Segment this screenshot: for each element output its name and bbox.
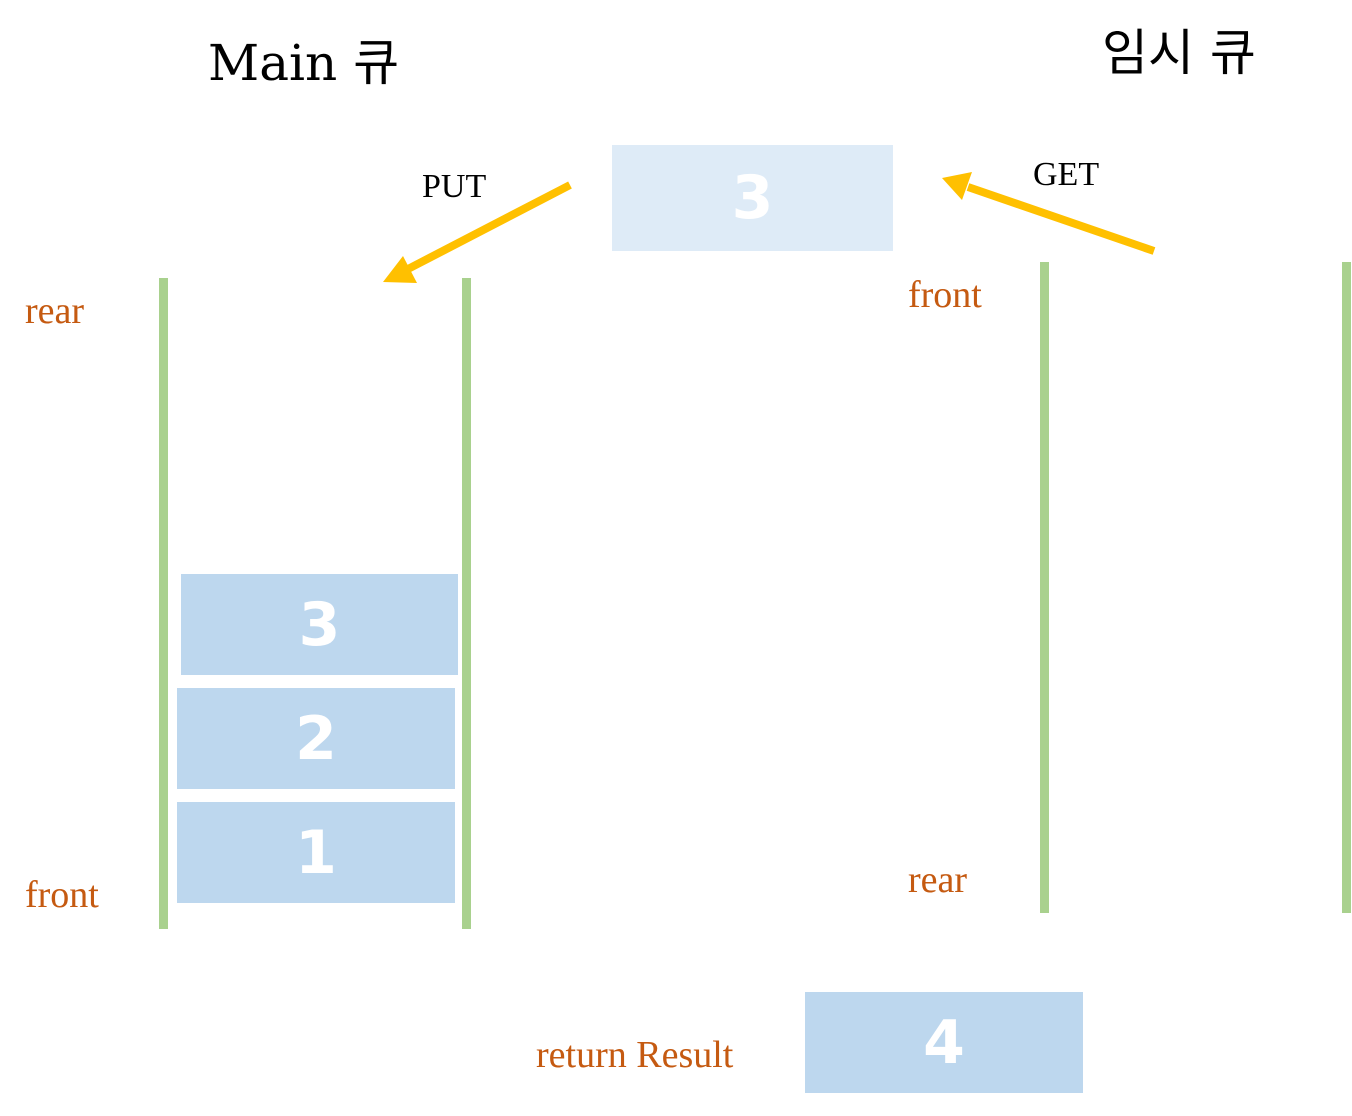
main-queue-right-wall — [462, 278, 471, 929]
main-queue-item: 2 — [177, 688, 455, 789]
main-queue-title: Main 큐 — [208, 34, 400, 92]
temp-queue-title: 임시 큐 — [1102, 24, 1256, 82]
get-arrow — [942, 172, 1156, 255]
put-label: PUT — [422, 168, 487, 205]
transfer-value: 3 — [731, 163, 774, 233]
main-queue-item: 3 — [181, 574, 458, 675]
temp-queue-left-wall — [1040, 262, 1049, 913]
result-value: 4 — [923, 1007, 965, 1078]
temp-front-label: front — [908, 274, 982, 316]
result-box: 4 — [805, 992, 1083, 1093]
temp-rear-label: rear — [908, 859, 968, 901]
temp-queue-right-wall — [1342, 262, 1351, 913]
main-queue-left-wall — [159, 278, 168, 929]
get-label: GET — [1033, 156, 1100, 193]
main-queue-item-value: 1 — [295, 817, 337, 888]
main-queue-item: 1 — [177, 802, 455, 903]
return-result-label: return Result — [536, 1034, 734, 1076]
main-front-label: front — [25, 874, 99, 916]
transfer-box: 3 — [612, 145, 893, 251]
put-arrow — [383, 181, 572, 283]
main-queue-item-value: 3 — [298, 589, 341, 660]
main-rear-label: rear — [25, 290, 85, 332]
main-queue-item-value: 2 — [295, 703, 337, 774]
